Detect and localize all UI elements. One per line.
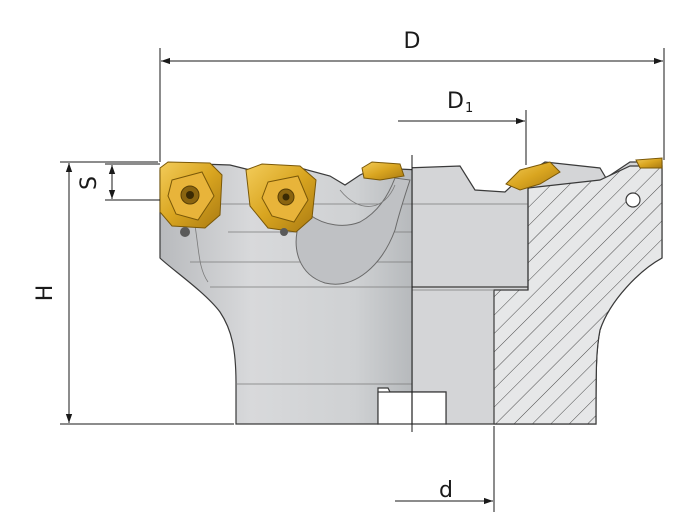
- cutter-section-half: [412, 157, 663, 425]
- key-slot: [377, 391, 412, 425]
- insert-1: [159, 161, 223, 237]
- dimension-D1: D 1: [398, 89, 527, 165]
- label-D1: D: [447, 89, 464, 114]
- flute-edge: [339, 184, 396, 207]
- insert-3: [361, 161, 405, 181]
- hatched-section: [493, 165, 663, 425]
- insert-2: [245, 163, 317, 236]
- dimension-d: d: [395, 426, 495, 512]
- dimension-S: S: [77, 163, 160, 201]
- label-D1-subscript: 1: [465, 101, 473, 116]
- dimension-H: H: [33, 161, 234, 425]
- label-S: S: [77, 176, 102, 190]
- label-D: D: [404, 29, 421, 54]
- insert-4: [505, 161, 561, 191]
- label-H: H: [33, 285, 58, 302]
- insert-5: [635, 157, 663, 169]
- key-slot-right: [412, 391, 447, 425]
- label-d: d: [439, 478, 453, 503]
- dimension-D: D: [159, 29, 665, 162]
- coolant-hole: [625, 192, 641, 208]
- chip-flute: [295, 177, 411, 285]
- cutter-exterior-half: [159, 161, 412, 425]
